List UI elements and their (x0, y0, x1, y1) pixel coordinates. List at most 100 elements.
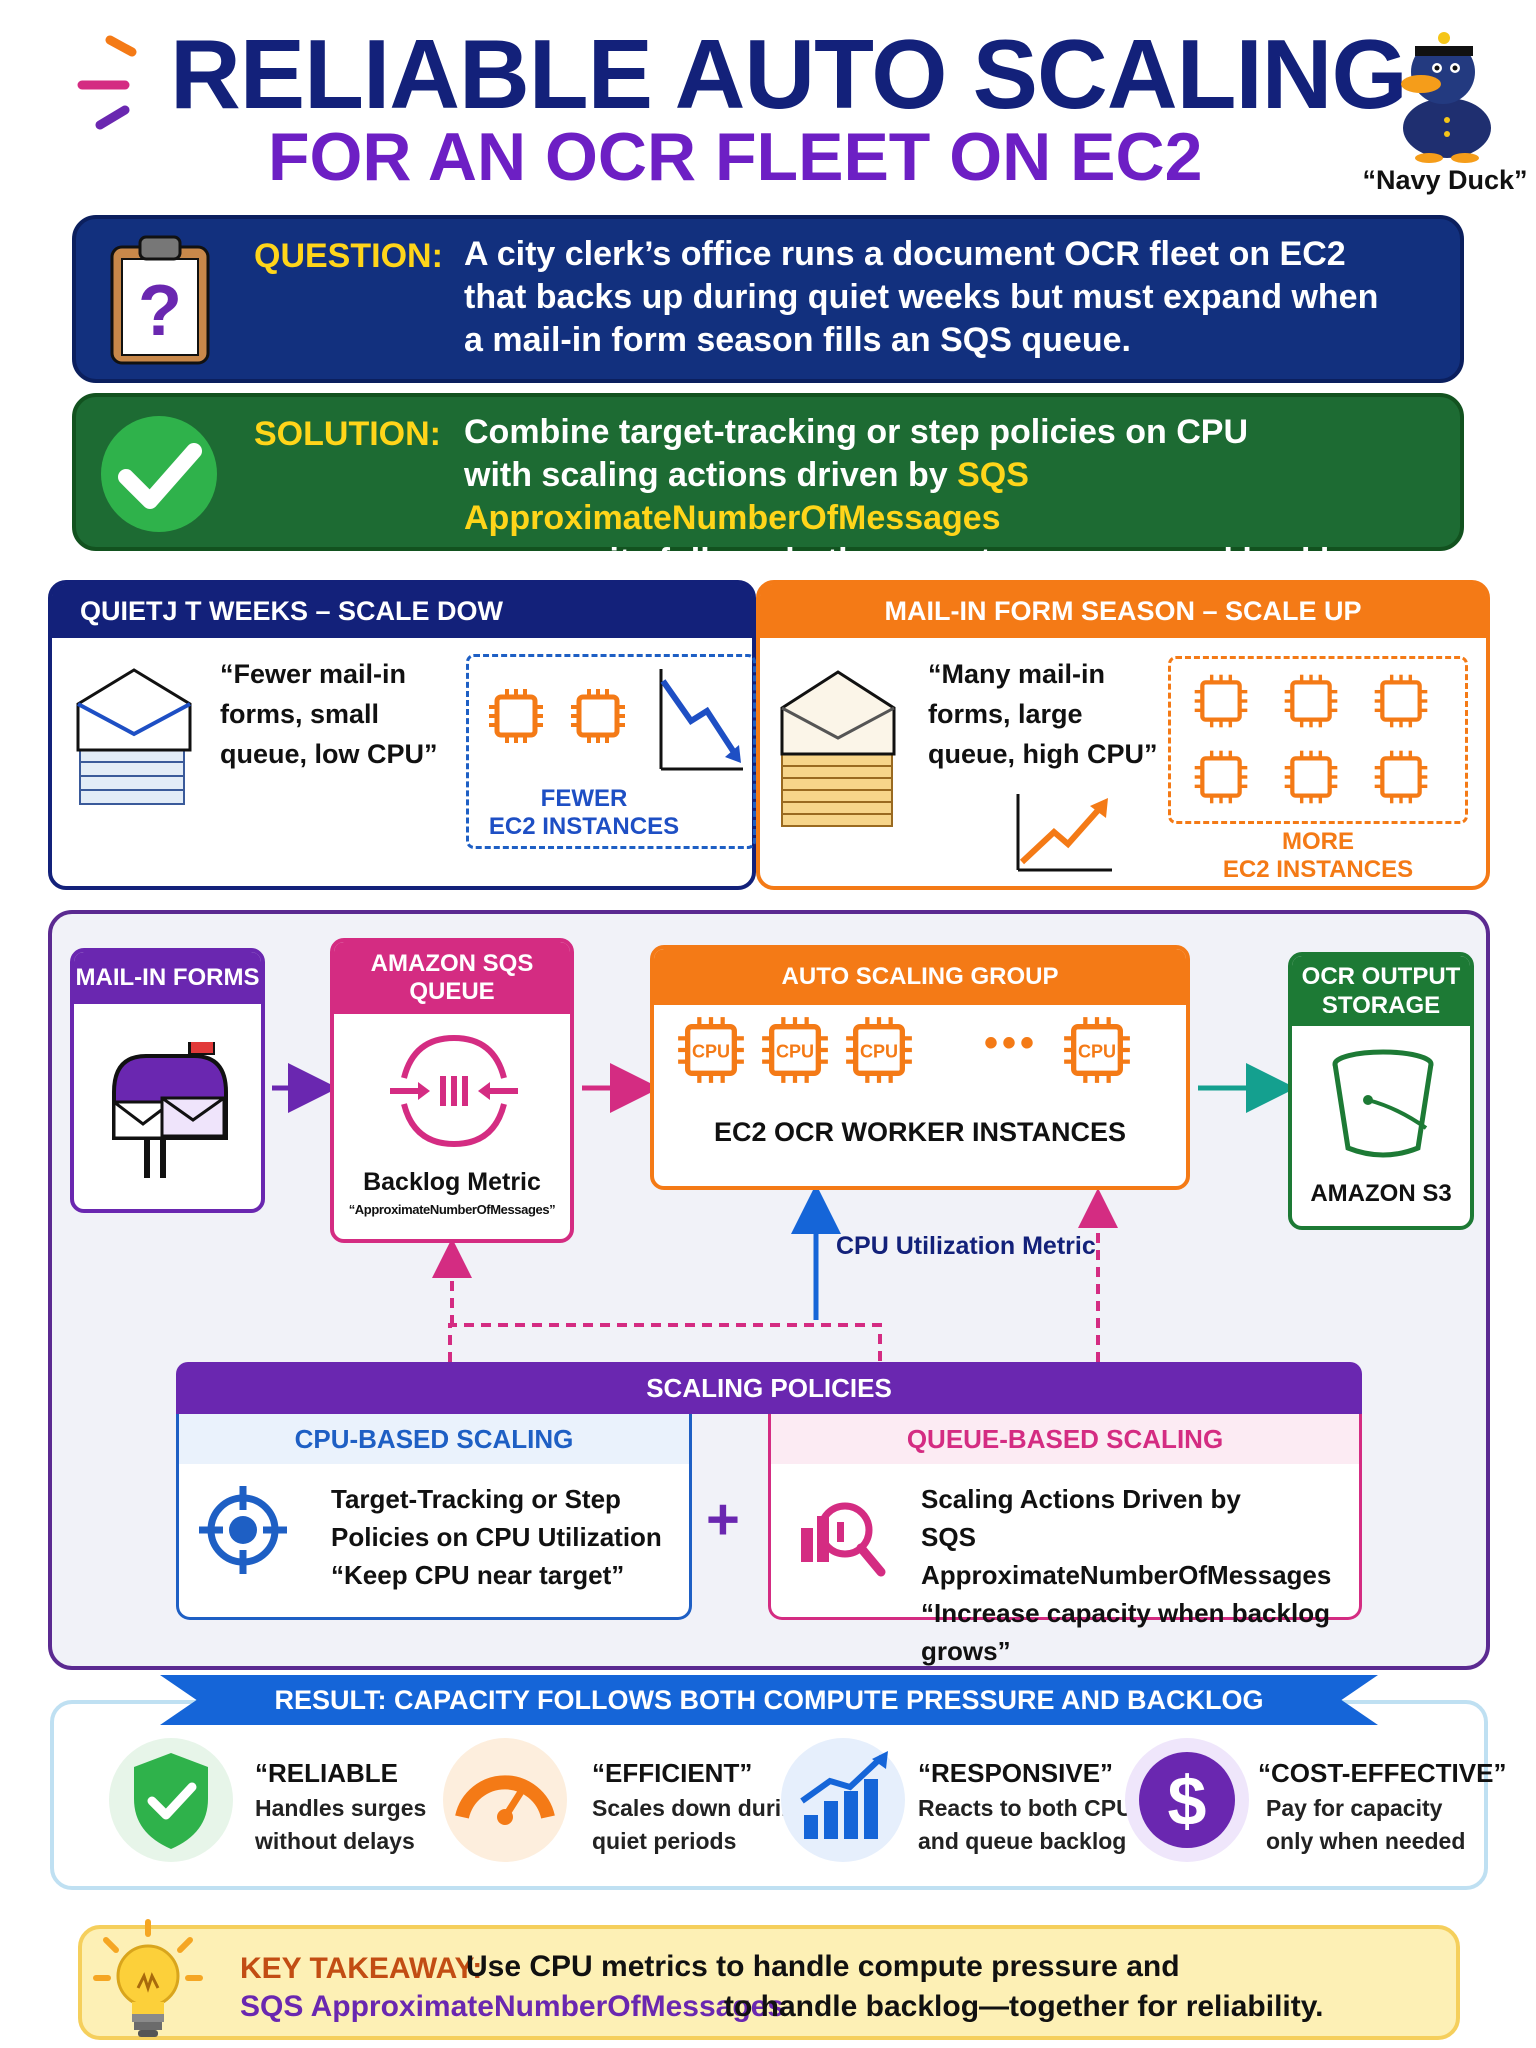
quote-line: “Many mail-in (928, 659, 1106, 689)
result-line: Scales down during (592, 1795, 810, 1821)
quote-line: queue, low CPU” (220, 739, 438, 769)
result-text: Scales down during quiet periods (592, 1792, 809, 1858)
result-line: and queue backlog (918, 1828, 1127, 1854)
gauge-icon (443, 1738, 567, 1862)
chip-icon (1374, 750, 1428, 804)
policy-line: Target-Tracking or Step (331, 1484, 621, 1514)
result-line: quiet periods (592, 1828, 737, 1854)
takeaway-label: KEY TAKEAWAY: (240, 1952, 483, 1985)
result-title: “RESPONSIVE” (918, 1758, 1114, 1788)
cpu-chip-icon: CPU (846, 1017, 912, 1083)
cpu-policy-text: Target-Tracking or Step Policies on CPU … (331, 1480, 662, 1594)
more-instances-label: MORE EC2 INSTANCES (1168, 828, 1468, 884)
policy-line: SQS ApproximateNumberOfMessages (921, 1522, 1332, 1590)
question-text: A city clerk’s office runs a document OC… (464, 233, 1454, 362)
takeaway-text: to handle backlog—together for reliabili… (724, 1990, 1324, 2023)
quote-line: queue, high CPU” (928, 739, 1158, 769)
asg-caption: EC2 OCR WORKER INSTANCES (713, 1117, 1127, 1147)
quiet-quote: “Fewer mail-in forms, small queue, low C… (220, 654, 438, 774)
result-title: “RELIABLE (255, 1758, 398, 1788)
sqs-heading-line: QUEUE (409, 978, 495, 1005)
sparkle-icon (77, 35, 137, 130)
result-line: without delays (255, 1828, 415, 1854)
result-line: Reacts to both CPU (918, 1795, 1133, 1821)
sqs-queue-heading: AMAZON SQS QUEUE (334, 942, 570, 1014)
page-subtitle: FOR AN OCR FLEET ON EC2 (268, 119, 1203, 195)
envelope-stack-icon (76, 668, 192, 805)
page-title: RELIABLE AUTO SCALING (170, 19, 1408, 129)
chip-icon (571, 689, 625, 743)
chip-icon (1284, 750, 1338, 804)
sqs-heading-line: AMAZON SQS (370, 950, 534, 977)
foot-line: EC2 INSTANCES (488, 813, 680, 840)
cpu-policy-title: CPU-BASED SCALING (294, 1424, 574, 1454)
envelope-stack-icon (780, 670, 896, 827)
duck-mascot-icon (1401, 30, 1491, 163)
queue-search-icon (801, 1502, 886, 1577)
policy-line: Scaling Actions Driven by (921, 1484, 1241, 1514)
dollar-icon: $ (1125, 1738, 1249, 1862)
result-text: Handles surges without delays (255, 1792, 426, 1858)
scaling-policies-heading: SCALING POLICIES (176, 1362, 1362, 1414)
s3-label: AMAZON S3 (1310, 1180, 1452, 1207)
sqs-metric-highlight: SQS ApproximateNumberOfMessages (464, 456, 1029, 537)
trend-down-icon (659, 669, 743, 771)
chip-icon (1284, 674, 1338, 728)
trend-up-icon (1016, 794, 1112, 872)
solution-panel: SOLUTION: Combine target-tracking or ste… (72, 393, 1464, 580)
foot-line: MORE (1282, 828, 1354, 855)
quote-line: forms, small (220, 699, 380, 729)
foot-line: FEWER (540, 785, 628, 812)
svg-text:?: ? (138, 271, 182, 351)
lightbulb-icon (93, 1919, 203, 2037)
target-icon (199, 1486, 287, 1574)
cpu-chip-label: CPU (692, 1041, 730, 1061)
backlog-metric-name: “ApproximateNumberOfMessages” (348, 1202, 556, 1217)
mailbox-icon (112, 1042, 228, 1178)
chip-icon (1194, 750, 1248, 804)
sqs-queue-card: AMAZON SQS QUEUE Backlog Metric “Approxi… (330, 938, 574, 1243)
bar-chart-icon (781, 1738, 905, 1862)
question-panel: ? QUESTION: A city clerk’s office runs a… (72, 215, 1464, 383)
mail-in-forms-card: MAIL-IN FORMS (70, 948, 265, 1213)
quote-line: “Fewer mail-in (220, 659, 407, 689)
asg-heading: AUTO SCALING GROUP (654, 949, 1186, 1005)
cpu-chip-label: CPU (776, 1041, 814, 1061)
season-quote: “Many mail-in forms, large queue, high C… (928, 654, 1158, 774)
question-line: A city clerk’s office runs a document OC… (464, 235, 1346, 273)
policy-line: “Keep CPU near target” (331, 1560, 625, 1590)
solution-line: so capacity follows both compute pressur… (464, 542, 1381, 580)
clipboard-question-icon: ? (110, 235, 210, 365)
cpu-policy-card: CPU-BASED SCALING Target-Tracking or Ste… (176, 1414, 692, 1620)
result-text: Reacts to both CPU and queue backlog (918, 1792, 1133, 1858)
cpu-chip-label: CPU (1078, 1041, 1116, 1061)
more-instances-box (1168, 656, 1468, 824)
queue-policy-text: Scaling Actions Driven by SQS Approximat… (921, 1480, 1359, 1670)
foot-line: EC2 INSTANCES (1222, 856, 1414, 883)
queue-policy-card: QUEUE-BASED SCALING Scaling Actions Driv… (768, 1414, 1362, 1666)
solution-label: SOLUTION: (254, 415, 441, 453)
mascot-caption: “Navy Duck” (1362, 165, 1528, 195)
mail-in-forms-heading: MAIL-IN FORMS (74, 952, 261, 1004)
s3-output-card: OCR OUTPUT STORAGE AMAZON S3 (1288, 952, 1474, 1230)
result-line: only when needed (1266, 1828, 1466, 1854)
result-line: Handles surges (255, 1795, 427, 1821)
form-season-panel: MAIL-IN FORM SEASON – SCALE UP “Many mai… (756, 580, 1490, 890)
result-text: Pay for capacity only when needed (1266, 1792, 1465, 1858)
quiet-weeks-panel: QUIETJ T WEEKS – SCALE DOW “Fewer mail-i… (48, 580, 756, 890)
takeaway-text: Use CPU metrics to handle compute pressu… (466, 1950, 1180, 1983)
solution-line: Combine target-tracking or step policies… (464, 413, 1249, 451)
question-line: a mail-in form season fills an SQS queue… (464, 321, 1131, 359)
result-line: Pay for capacity (1266, 1795, 1443, 1821)
fewer-instances-label: FEWER EC2 INSTANCES (469, 785, 699, 841)
cpu-chip-icon: CPU (762, 1017, 828, 1083)
quiet-weeks-heading: QUIETJ T WEEKS – SCALE DOW (52, 584, 752, 638)
cpu-chip-icon: CPU (1064, 1017, 1130, 1083)
result-title: “COST-EFFECTIVE” (1258, 1758, 1507, 1788)
shield-check-icon (109, 1738, 233, 1862)
question-line: that backs up during quiet weeks but mus… (464, 278, 1379, 316)
takeaway-highlight: SQS ApproximateNumberOfMessages (240, 1990, 785, 2023)
question-label: QUESTION: (254, 237, 443, 275)
quote-line: forms, large (928, 699, 1083, 729)
cpu-utilization-label: CPU Utilization Metric (836, 1232, 1096, 1260)
